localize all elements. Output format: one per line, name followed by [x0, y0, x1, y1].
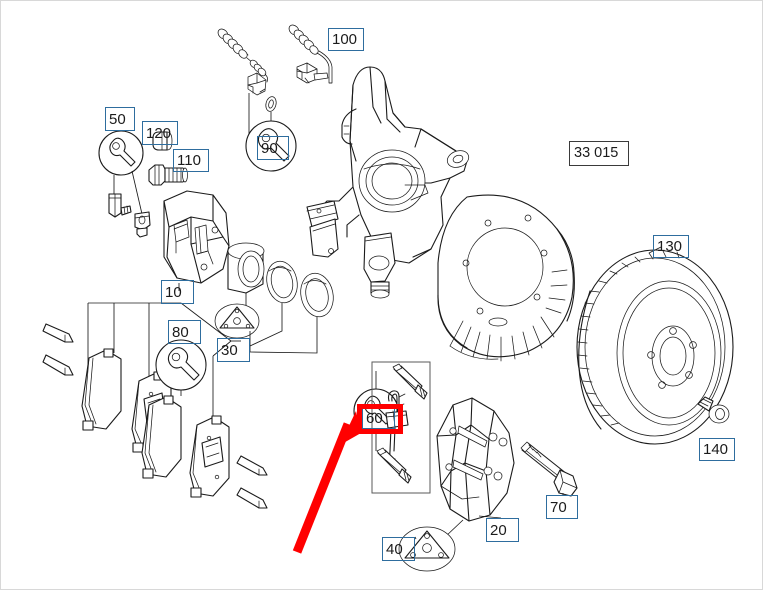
callout-label-80[interactable]: 80: [168, 320, 201, 344]
bleeder-parts-small: [108, 193, 151, 238]
service-symbol-50: [98, 130, 144, 215]
callout-label-60[interactable]: 60: [362, 407, 395, 429]
brake-caliper-20: [436, 397, 515, 538]
callout-label-100[interactable]: 100: [328, 28, 364, 51]
callout-label-130[interactable]: 130: [653, 235, 689, 258]
callout-label-10[interactable]: 10: [161, 280, 194, 304]
caliper-housing-10: [163, 190, 230, 291]
steering-knuckle: [306, 66, 470, 299]
callout-label-33-015[interactable]: 33 015: [569, 141, 629, 166]
caliper-mounting-bolt-70: [520, 441, 578, 497]
wear-sensor-right: [288, 24, 333, 84]
callout-label-20[interactable]: 20: [486, 518, 519, 542]
triangular-plate-mid: [214, 303, 260, 352]
callout-label-70[interactable]: 70: [546, 495, 578, 519]
disc-locating-screw-140: [697, 396, 730, 424]
callout-label-40[interactable]: 40: [382, 537, 415, 561]
wear-sensor-left: [217, 28, 277, 148]
brake-dust-shield: [437, 194, 575, 362]
callout-label-50[interactable]: 50: [105, 107, 135, 131]
bleeder-screw-110: [148, 164, 188, 186]
callout-label-90[interactable]: 90: [257, 136, 289, 160]
service-symbol-90: [245, 120, 297, 172]
brake-disc-130: [576, 246, 734, 445]
seal-ring-group-30: [227, 242, 334, 354]
callout-label-30[interactable]: 30: [217, 338, 250, 362]
service-symbol-80: [155, 339, 207, 391]
brake-pad-set: [42, 302, 268, 509]
callout-label-110[interactable]: 110: [173, 149, 209, 172]
callout-label-140[interactable]: 140: [699, 438, 735, 461]
bleeder-cap-120: [152, 131, 173, 151]
callout-label-120[interactable]: 120: [142, 121, 178, 145]
